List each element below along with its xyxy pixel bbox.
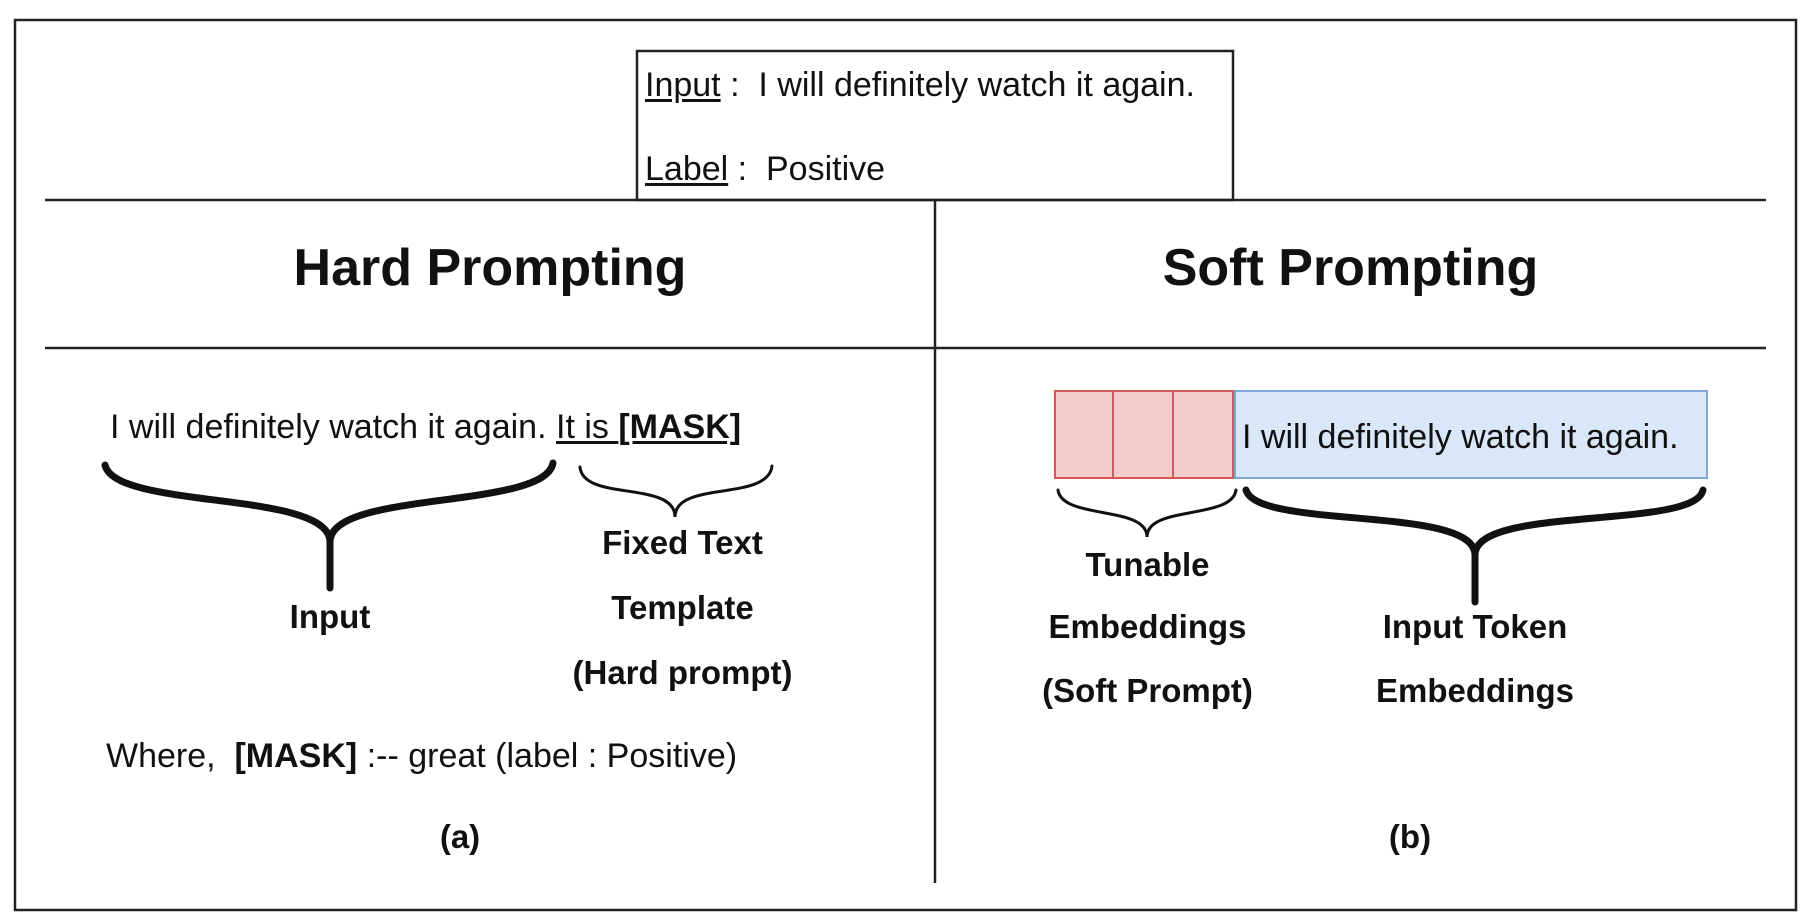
hard-sentence-line: I will definitely watch it again. It is … — [110, 408, 741, 447]
template-label-line-1: Fixed Text — [602, 524, 763, 561]
example-label-key: Label — [645, 150, 729, 188]
input-token-brace — [1242, 486, 1707, 606]
tunable-label-line-1: Tunable — [1085, 546, 1210, 583]
soft-prompt-token-2 — [1112, 390, 1174, 479]
tunable-label-line-2: Embeddings — [1048, 608, 1247, 645]
soft-prompt-token-1 — [1054, 390, 1114, 479]
hard-input-label: Input — [289, 598, 371, 635]
input-token-label-line-1: Input Token — [1382, 608, 1568, 645]
template-label-line-2: Template — [611, 589, 754, 626]
where-line: Where, [MASK] :-- great (label : Positiv… — [106, 737, 737, 776]
example-label-line: Label : Positive — [645, 150, 885, 189]
hard-template-prefix: It is — [556, 408, 619, 446]
input-token-label-line-2: Embeddings — [1375, 672, 1575, 709]
example-label-text: Positive — [766, 150, 886, 188]
where-prefix: Where, — [106, 737, 235, 775]
where-mask: [MASK] — [234, 737, 358, 775]
hard-mask-token: [MASK] — [618, 408, 742, 446]
tunable-brace — [1056, 488, 1238, 538]
template-brace — [578, 464, 774, 518]
where-suffix: :-- great (label : Positive) — [357, 737, 738, 775]
soft-prompt-token-3 — [1172, 390, 1234, 479]
input-brace — [101, 459, 557, 592]
template-label-line-3: (Hard prompt) — [572, 654, 793, 691]
input-token-text: I will definitely watch it again. — [1242, 418, 1679, 456]
hard-input-sentence: I will definitely watch it again. — [110, 408, 547, 446]
tunable-label-line-3: (Soft Prompt) — [1042, 672, 1253, 709]
hard-prompting-title: Hard Prompting — [293, 239, 687, 297]
example-label-sep: : — [728, 150, 766, 188]
example-input-sep: : — [720, 66, 759, 104]
example-input-text: I will definitely watch it again. — [758, 66, 1195, 104]
example-input-key: Input — [645, 66, 721, 104]
caption-a: (a) — [439, 818, 481, 855]
outer-frame — [13, 18, 1798, 912]
caption-b: (b) — [1388, 818, 1432, 855]
example-input-line: Input : I will definitely watch it again… — [645, 66, 1195, 105]
soft-prompting-title: Soft Prompting — [1162, 239, 1539, 297]
input-token-box: I will definitely watch it again. — [1234, 390, 1708, 479]
